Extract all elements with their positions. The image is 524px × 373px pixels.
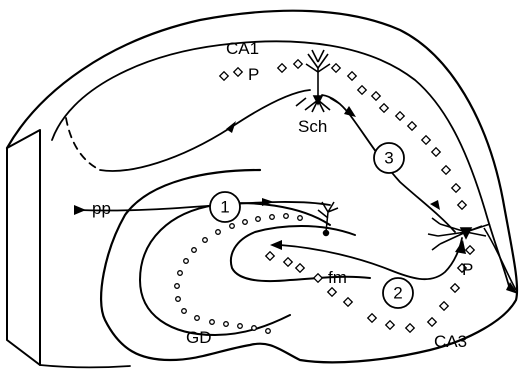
step-3-number: 3 [384,149,393,168]
step-1-number: 1 [220,198,229,217]
perforant-path-dashed [66,118,100,170]
label-fm: fm [328,268,347,287]
ca1-pyramidal-neuron [296,50,340,112]
slab-side-face [7,130,40,365]
slab-bottom-edge [40,365,130,367]
slice-outline [7,11,517,363]
pyramidal-cell-layer [220,60,474,332]
label-p-top: P [248,65,259,84]
label-gd: GD [186,328,212,347]
label-p-right: P [462,260,473,279]
mossy-fiber-path [280,238,462,279]
mossy-fiber-arrowhead-left [270,240,282,250]
granule-cell-layer [175,214,303,334]
ca3-pyramidal-neuron [428,218,516,290]
dentate-gyrus-hilus [231,226,370,281]
label-pp: pp [92,199,111,218]
label-ca1: CA1 [226,39,259,58]
slice-inner-contour [52,41,510,290]
label-ca3: CA3 [434,332,467,351]
step-2-number: 2 [393,284,402,303]
label-sch: Sch [298,117,327,136]
perforant-path-arrowhead-left [74,205,86,215]
schaffer-arrowhead-upper [344,106,356,117]
ca1-afferent-arrowhead [226,121,236,133]
ca1-afferent-path [100,90,310,171]
